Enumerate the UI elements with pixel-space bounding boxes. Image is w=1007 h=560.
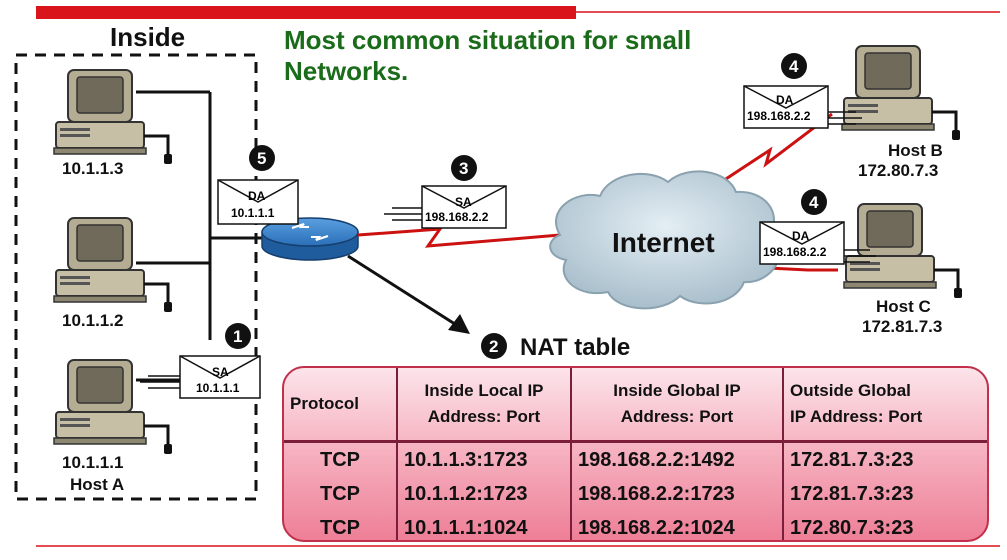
host-ip-inside-bottom: 10.1.1.1 (62, 453, 123, 472)
host-name-host-a: Host A (70, 475, 124, 494)
packet-envelope-5: DA 10.1.1.1 5 (217, 145, 299, 225)
pc-icon-inside-middle (52, 216, 174, 314)
pc-icon-host-c (842, 202, 964, 300)
packet-envelope-4-host-b: DA 198.168.2.2 4 (743, 53, 862, 129)
packet-1-field: SA (212, 365, 229, 379)
inside-label: Inside (110, 22, 185, 52)
cell-inside-local: 10.1.1.1:1024 (397, 511, 572, 540)
step-4c-number: 4 (809, 193, 819, 212)
title-line-1: Most common situation for small (284, 25, 691, 55)
packet-4b-address: 198.168.2.2 (747, 109, 811, 123)
table-row: TCP 10.1.1.1:1024 198.168.2.2:1024 172.8… (284, 511, 987, 540)
header-protocol: Protocol (284, 368, 398, 442)
packet-5-address: 10.1.1.1 (231, 206, 275, 220)
step-3-number: 3 (459, 159, 468, 178)
packet-4b-field: DA (776, 93, 794, 107)
pc-icon-host-b (840, 44, 962, 142)
cell-inside-global: 198.168.2.2:1492 (571, 441, 784, 477)
packet-4c-address: 198.168.2.2 (763, 245, 827, 259)
step-badge-4-host-b (781, 53, 807, 79)
pc-icon-inside-top (52, 68, 174, 166)
internet-cloud: Internet (549, 170, 781, 310)
cell-protocol: TCP (284, 477, 398, 511)
packet-3-address: 198.168.2.2 (425, 210, 489, 224)
cell-outside-global: 172.81.7.3:23 (790, 448, 914, 471)
cell-inside-global: 198.168.2.2:1024 (571, 511, 784, 540)
cell-inside-global: 198.168.2.2:1723 (571, 477, 784, 511)
step-badge-2 (481, 333, 507, 359)
nat-table-title: NAT table (520, 334, 630, 361)
internet-label: Internet (612, 227, 715, 258)
cell-outside-global: 172.80.7.3:23 (790, 516, 914, 539)
cell-protocol: TCP (284, 511, 398, 540)
table-row: TCP 10.1.1.2:1723 198.168.2.2:1723 172.8… (284, 477, 987, 511)
wan-links (357, 112, 838, 272)
inside-wiring (136, 90, 262, 382)
step-badge-3 (451, 155, 477, 181)
host-ip-host-b: 172.80.7.3 (858, 161, 938, 180)
step-2-number: 2 (489, 337, 498, 356)
host-name-host-c: Host C (876, 297, 931, 316)
table-row: TCP 10.1.1.3:1723 198.168.2.2:1492 172.8… (284, 441, 987, 477)
packet-3-field: SA (455, 195, 472, 209)
packet-1-address: 10.1.1.1 (196, 381, 240, 395)
host-name-host-b: Host B (888, 141, 943, 160)
inside-boundary (14, 53, 258, 501)
step-5-number: 5 (257, 149, 266, 168)
step-badge-1 (225, 323, 251, 349)
packet-envelope-1: SA 10.1.1.1 1 (140, 323, 261, 399)
title-line-2: Networks. (284, 56, 408, 86)
cell-inside-local: 10.1.1.2:1723 (397, 477, 572, 511)
accent-bar (36, 6, 576, 19)
step-4b-number: 4 (789, 57, 799, 76)
packet-4c-field: DA (792, 229, 810, 243)
packet-5-field: DA (248, 189, 266, 203)
cell-protocol: TCP (284, 441, 398, 477)
step-badge-4-host-c (801, 189, 827, 215)
host-ip-inside-top: 10.1.1.3 (62, 159, 123, 178)
packet-envelope-4-host-c: DA 198.168.2.2 4 (759, 189, 876, 265)
cell-inside-local: 10.1.1.3:1723 (397, 441, 572, 477)
nat-arrow (347, 254, 470, 334)
host-ip-host-c: 172.81.7.3 (862, 317, 942, 336)
step-badge-5 (249, 145, 275, 171)
host-ip-inside-middle: 10.1.1.2 (62, 311, 123, 330)
router-icon (261, 217, 359, 261)
pc-icon-inside-bottom (52, 358, 174, 456)
packet-envelope-3: SA 198.168.2.2 3 (384, 155, 507, 229)
step-1-number: 1 (233, 327, 242, 346)
cell-outside-global: 172.81.7.3:23 (790, 482, 914, 505)
